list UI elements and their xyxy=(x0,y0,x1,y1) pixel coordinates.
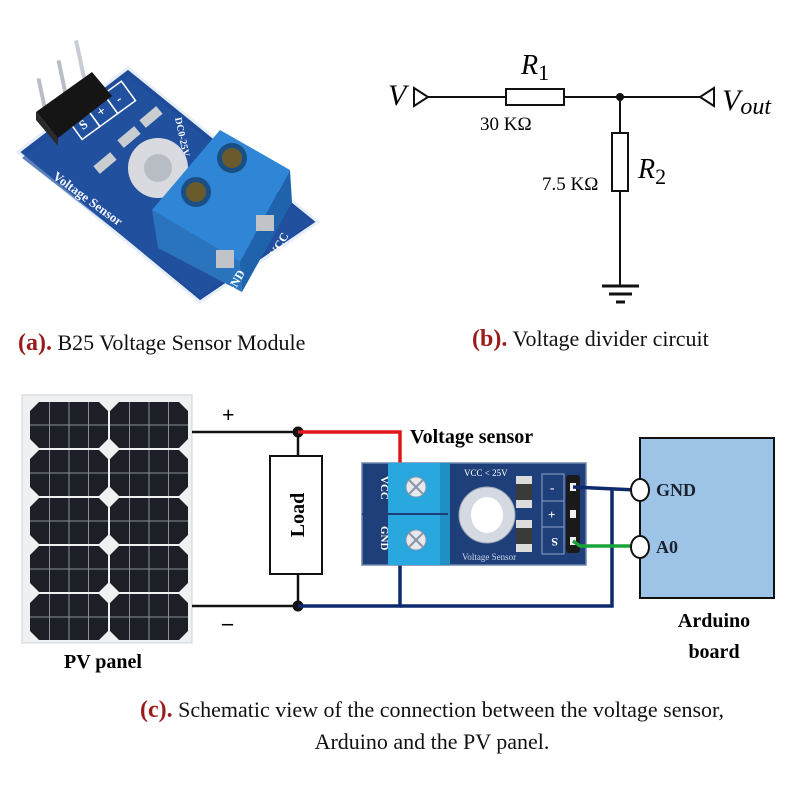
ground-icon xyxy=(602,284,639,304)
negative-terminal-label: – xyxy=(221,610,234,635)
blue-wire-gnd-pin xyxy=(572,485,637,492)
caption-c-text-line1: Schematic view of the connection between… xyxy=(178,697,724,722)
arduino-label-line2: board xyxy=(688,641,739,663)
caption-c-line1: (c). Schematic view of the connection be… xyxy=(0,694,804,726)
svg-text:S: S xyxy=(551,535,558,549)
input-voltage-label: V xyxy=(388,79,410,112)
caption-a-label: (a). xyxy=(18,330,52,356)
caption-b-text: Voltage divider circuit xyxy=(512,326,709,351)
resistor-r1 xyxy=(505,88,565,106)
r2-value: 7.5 KΩ xyxy=(542,174,598,195)
green-wire-a0 xyxy=(571,539,636,548)
arduino-a0-label: A0 xyxy=(656,537,678,557)
input-terminal-arrow xyxy=(413,86,430,108)
connection-schematic: + – Load Voltage sensor VCC GND VCC < 25… xyxy=(21,394,775,673)
svg-text:+: + xyxy=(548,507,555,522)
svg-text:GND: GND xyxy=(378,526,390,551)
positive-terminal-label: + xyxy=(222,402,235,427)
r2-label: R2 xyxy=(637,154,666,189)
arduino-board xyxy=(639,437,775,599)
svg-text:VCC: VCC xyxy=(378,476,390,500)
r1-label: R1 xyxy=(520,50,549,85)
resistor-r2 xyxy=(611,132,629,192)
load-label: Load xyxy=(287,493,309,537)
caption-a: (a). B25 Voltage Sensor Module xyxy=(18,330,305,357)
voltage-divider-schematic: V R1 30 KΩ Vout R2 7.5 KΩ xyxy=(388,50,772,304)
caption-c: (c). Schematic view of the connection be… xyxy=(0,694,804,758)
output-voltage-label: Vout xyxy=(722,84,772,120)
arduino-gnd-pin xyxy=(630,478,650,502)
r1-value: 30 KΩ xyxy=(480,114,532,135)
caption-c-text-line2: Arduino and the PV panel. xyxy=(314,729,550,754)
load-box xyxy=(269,455,323,575)
caption-b: (b). Voltage divider circuit xyxy=(472,326,709,353)
svg-text:VCC < 25V: VCC < 25V xyxy=(464,468,508,478)
arduino-gnd-label: GND xyxy=(656,480,696,500)
caption-c-label: (c). xyxy=(139,697,173,723)
arduino-label-line1: Arduino xyxy=(678,610,750,632)
pv-panel-label: PV panel xyxy=(64,651,142,673)
caption-b-label: (b). xyxy=(472,326,508,352)
svg-text:-: - xyxy=(550,480,554,495)
header-pins xyxy=(36,39,112,146)
output-terminal-arrow xyxy=(698,86,715,108)
svg-text:Voltage Sensor: Voltage Sensor xyxy=(462,552,516,562)
pv-panel xyxy=(21,394,193,644)
arduino-a0-pin xyxy=(630,535,650,559)
caption-a-text: B25 Voltage Sensor Module xyxy=(57,330,306,355)
terminal-block xyxy=(152,130,292,292)
voltage-sensor-title: Voltage sensor xyxy=(410,426,533,448)
voltage-sensor-module-illustration: Voltage Sensor DC0-25V S + - GND VCC xyxy=(15,39,321,304)
voltage-sensor-board: VCC GND VCC < 25V Voltage Sensor - + S xyxy=(361,462,587,566)
